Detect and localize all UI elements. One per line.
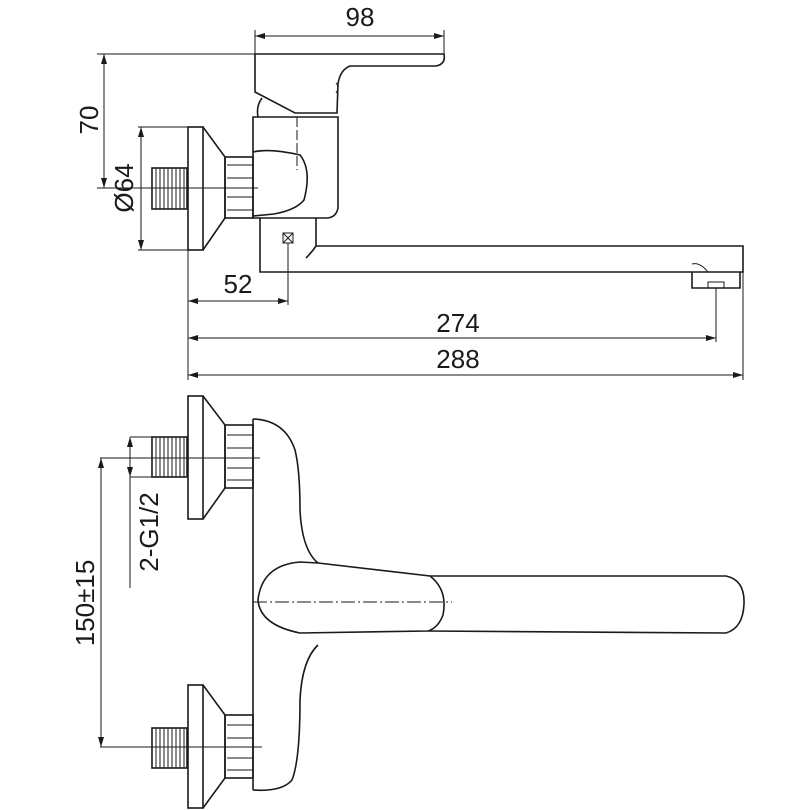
- mixer-body: [252, 116, 339, 219]
- spout: [259, 218, 744, 273]
- thread-spec-label: 2-G1/2: [134, 492, 164, 572]
- aerator: [691, 272, 741, 289]
- lever-handle: [254, 53, 446, 114]
- dim-70: 70: [74, 106, 104, 135]
- mixer-body-outline: [252, 418, 319, 564]
- lever-handle-front: [257, 561, 445, 634]
- lower-inlet: [100, 684, 262, 809]
- dim-diameter-64: Ø64: [109, 163, 139, 212]
- upper-inlet: [100, 395, 260, 520]
- side-view: 98 70 Ø64 52 274 288: [74, 2, 744, 380]
- dim-150-tolerance: 150±15: [70, 560, 100, 647]
- dim-98: 98: [346, 2, 375, 32]
- dim-52: 52: [224, 269, 253, 299]
- dim-288: 288: [436, 344, 479, 374]
- dim-274: 274: [436, 308, 479, 338]
- front-view: 150±15 2-G1/2: [70, 395, 745, 809]
- spout-front: [427, 575, 745, 634]
